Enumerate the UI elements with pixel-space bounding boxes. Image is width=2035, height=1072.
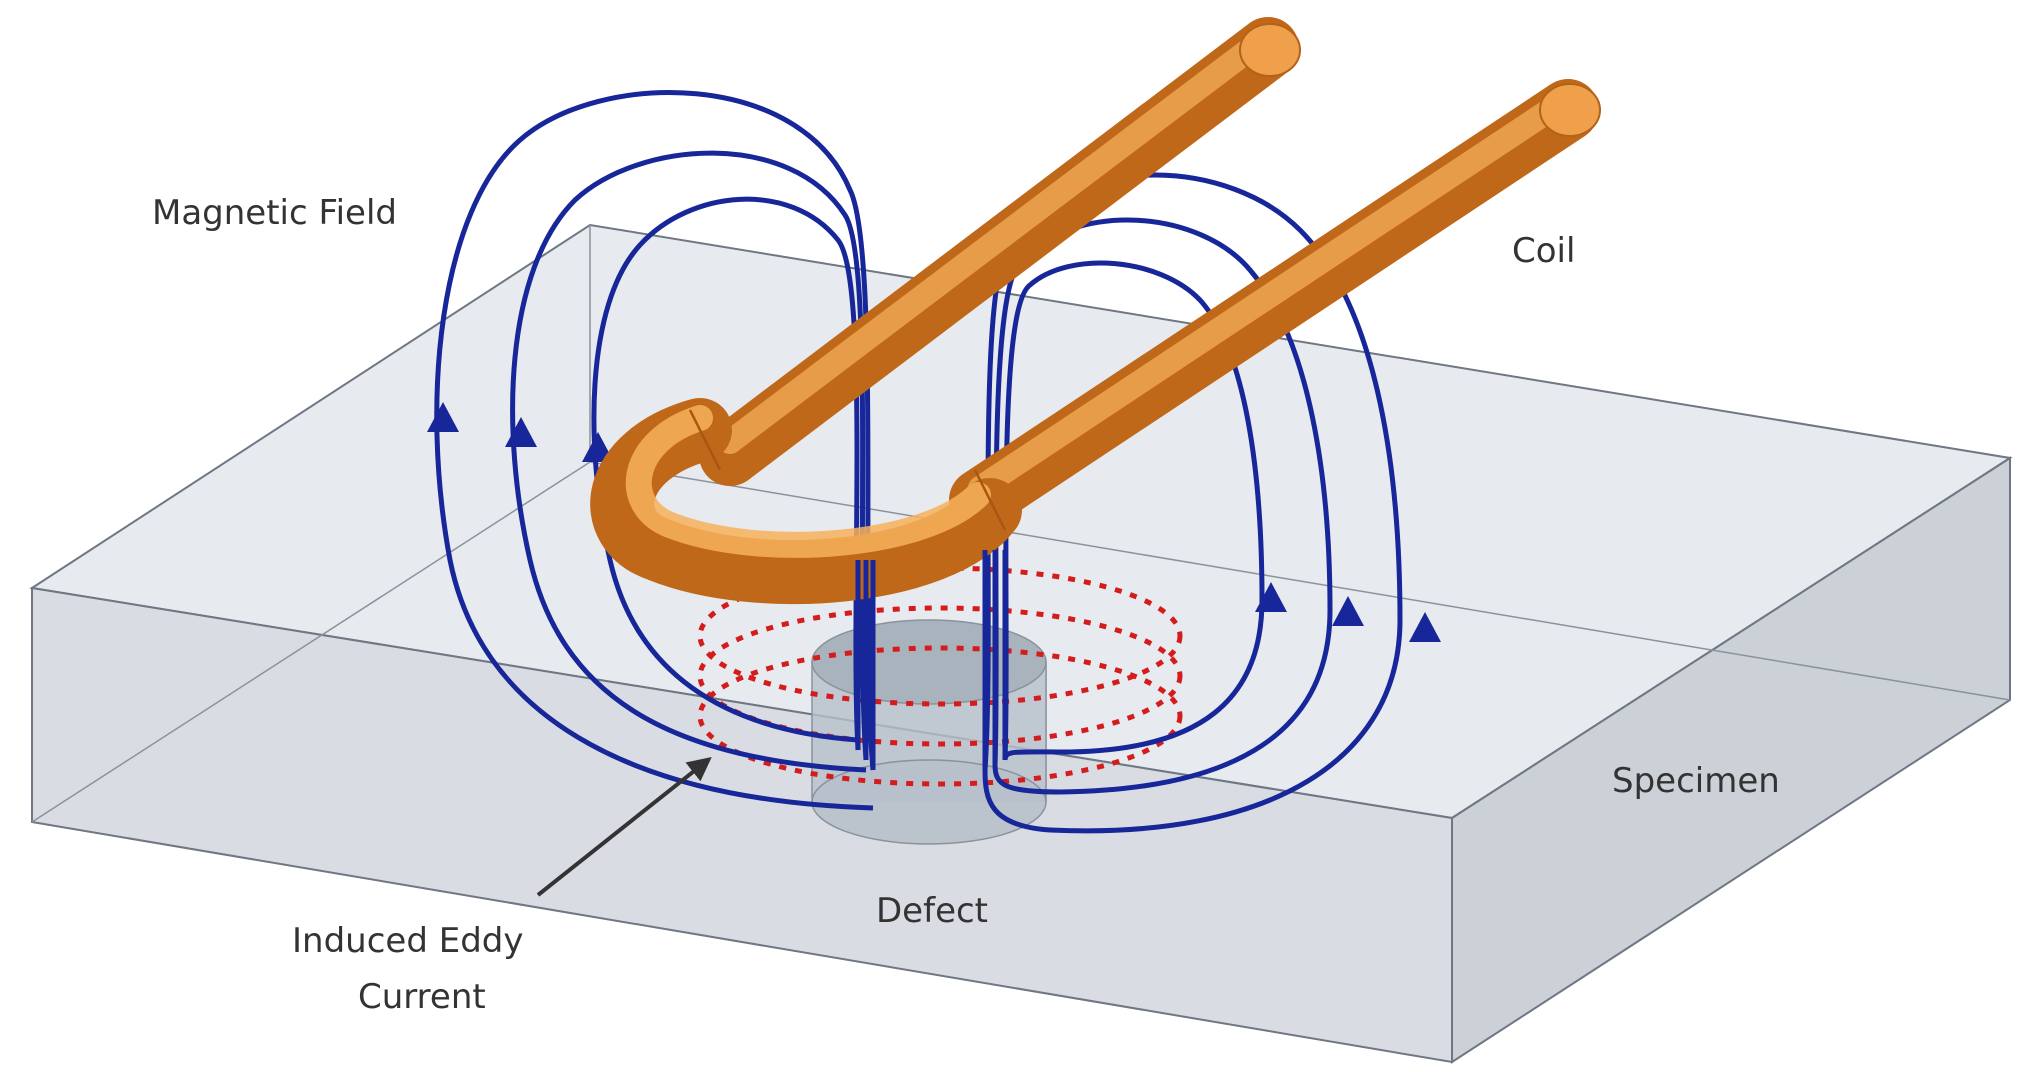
magnetic-field-lines-front <box>855 550 1008 770</box>
coil <box>590 17 1601 605</box>
triangle-arrow-icon <box>1409 612 1441 642</box>
specimen-hidden-edge <box>31 461 591 823</box>
specimen-block <box>29 223 2013 1064</box>
triangle-arrow-icon <box>1332 596 1364 626</box>
defect-top <box>811 619 1047 705</box>
specimen-label: Specimen <box>1612 761 1780 801</box>
field-direction-arrows <box>427 402 1441 642</box>
triangle-arrow-icon <box>427 402 459 432</box>
coil-seam <box>688 409 722 471</box>
specimen-hidden-edge <box>589 461 2011 701</box>
triangle-arrow-icon <box>505 417 537 447</box>
defect-label: Defect <box>876 891 988 931</box>
coil-front-arm-highlight <box>968 90 1574 500</box>
coil-seam <box>973 469 1007 531</box>
eddy-current-ring <box>697 645 1183 787</box>
coil-end-cap <box>1539 83 1601 137</box>
induced-eddy-current-label-line-1: Induced Eddy <box>292 921 523 961</box>
coil-bend-highlight <box>625 405 991 558</box>
field-line <box>992 217 1333 795</box>
eddy-current-ring <box>697 565 1183 707</box>
field-line <box>982 172 1403 834</box>
coil-back-arm-highlight <box>718 28 1274 454</box>
eddy-current-pointer-arrow <box>536 757 712 897</box>
field-line <box>591 196 861 751</box>
induced-eddy-current-label-line-2: Current <box>358 977 486 1017</box>
triangle-arrow-icon <box>582 432 614 462</box>
eddy-current-rings <box>697 565 1183 787</box>
magnetic-field-label: Magnetic Field <box>152 193 397 233</box>
triangle-arrow-icon <box>1255 582 1287 612</box>
coil-label: Coil <box>1512 231 1575 271</box>
eddy-current-ring <box>697 605 1183 747</box>
defect-bottom <box>811 759 1047 845</box>
coil-end-cap <box>1239 23 1301 77</box>
